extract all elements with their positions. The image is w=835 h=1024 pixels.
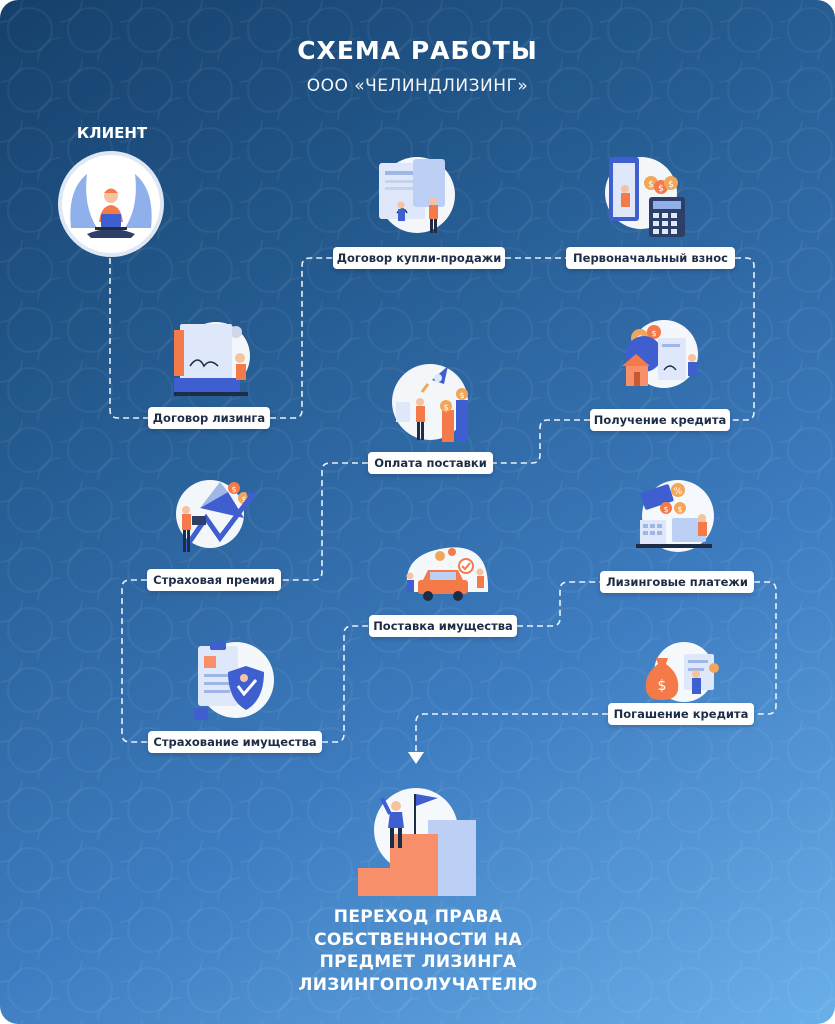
- calendar-payments-icon: % $ $: [636, 480, 714, 552]
- page-title: СХЕМА РАБОТЫ: [297, 36, 538, 65]
- step-supply-payment: Оплата поставки: [368, 452, 493, 474]
- step-leasing-contract: Договор лизинга: [148, 407, 270, 429]
- client-laptop-icon: [58, 151, 164, 257]
- step-property-insurance: Страхование имущества: [148, 731, 322, 753]
- victory-podium-icon: [358, 788, 476, 896]
- credit-house-icon: $ $: [622, 320, 698, 388]
- calculator-payment-icon: $ $ $: [605, 157, 685, 237]
- money-bag-icon: $: [645, 642, 719, 702]
- svg-text:$: $: [443, 403, 448, 412]
- client-label: КЛИЕНТ: [76, 124, 148, 142]
- car-delivery-icon: [406, 547, 489, 601]
- svg-text:$: $: [658, 678, 667, 694]
- svg-text:$: $: [241, 495, 246, 504]
- rocket-coins-icon: $ $: [392, 364, 468, 442]
- final-step-label: ПЕРЕХОД ПРАВА СОБСТВЕННОСТИ НА ПРЕДМЕТ Л…: [298, 907, 538, 995]
- svg-text:$: $: [663, 505, 668, 514]
- step-down-payment: Первоначальный взнос: [566, 247, 735, 269]
- arrow-head-icon: [408, 752, 424, 764]
- svg-text:$: $: [648, 180, 654, 190]
- svg-text:$: $: [231, 485, 236, 494]
- svg-text:$: $: [459, 391, 464, 400]
- step-purchase-contract: Договор купли-продажи: [333, 247, 505, 269]
- svg-text:%: %: [674, 487, 683, 497]
- page-subtitle: ООО «ЧЕЛИНДЛИЗИНГ»: [306, 76, 529, 96]
- svg-text:$: $: [658, 184, 664, 194]
- svg-text:$: $: [651, 329, 656, 338]
- growth-chart-icon: $ $: [176, 480, 256, 552]
- insurance-shield-icon: [194, 642, 274, 720]
- signing-contract-icon: [174, 322, 250, 396]
- step-insurance-premium: Страховая премия: [147, 569, 281, 591]
- step-leasing-payments: Лизинговые платежи: [600, 571, 754, 593]
- sales-contract-icon: [379, 157, 455, 233]
- svg-text:$: $: [677, 505, 682, 514]
- step-credit-receipt: Получение кредита: [590, 409, 730, 431]
- step-property-delivery: Поставка имущества: [369, 615, 517, 637]
- step-loan-repayment: Погашение кредита: [608, 703, 754, 725]
- svg-text:$: $: [668, 180, 674, 190]
